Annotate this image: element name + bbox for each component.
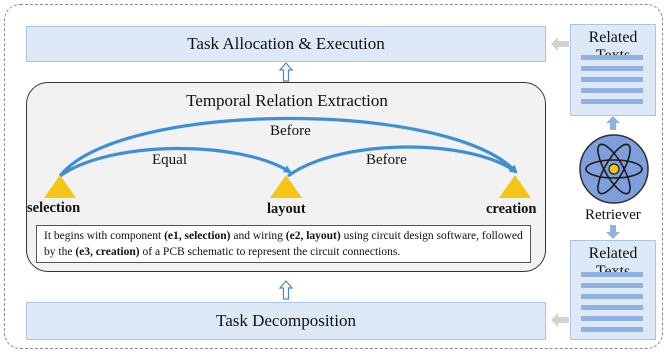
- text-line: [581, 305, 643, 310]
- related-texts-bottom: Related Texts: [570, 240, 656, 340]
- up-arrow-icon: [278, 280, 294, 300]
- event-e3: (e3, creation): [75, 246, 140, 258]
- sentence-box: It begins with component (e1, selection)…: [36, 225, 531, 263]
- node-creation: creation: [486, 201, 537, 217]
- task-decomposition-label: Task Decomposition: [216, 311, 356, 330]
- text-line: [581, 316, 643, 321]
- up-arrow-icon: [278, 62, 294, 82]
- text-line: [581, 88, 643, 93]
- temporal-title: Temporal Relation Extraction: [186, 91, 388, 110]
- event-e2: (e2, layout): [285, 230, 341, 242]
- arc-before-mid: [287, 145, 518, 178]
- triangle-node-icon: [499, 175, 531, 198]
- sentence-part: and wiring: [230, 230, 286, 242]
- arc-before-top: [58, 116, 518, 177]
- event-e1: (e1, selection): [164, 230, 231, 242]
- text-line: [581, 55, 643, 60]
- retriever-label: Retriever: [585, 207, 641, 223]
- edge-label-before-mid: Before: [366, 152, 407, 168]
- atom-icon: [579, 134, 649, 204]
- text-line: [581, 327, 643, 332]
- related-texts-top: Related Texts: [570, 24, 656, 116]
- sentence-part: of a PCB schematic to represent the circ…: [139, 246, 401, 258]
- text-line: [581, 272, 643, 277]
- node-layout: layout: [267, 201, 306, 217]
- task-allocation-label: Task Allocation & Execution: [187, 34, 385, 53]
- edge-label-before-top: Before: [270, 123, 311, 139]
- text-line: [581, 294, 643, 299]
- arc-equal: [59, 146, 292, 178]
- triangle-node-icon: [44, 175, 76, 198]
- text-line: [581, 283, 643, 288]
- task-decomposition-box: Task Decomposition: [26, 302, 546, 340]
- text-line: [581, 99, 643, 104]
- up-arrow-icon: [606, 116, 620, 130]
- sentence-part: using circuit design software, followed …: [44, 230, 523, 258]
- outer-frame: [4, 4, 663, 349]
- down-arrow-icon: [606, 225, 620, 239]
- task-allocation-box: Task Allocation & Execution: [26, 26, 546, 62]
- edge-label-equal: Equal: [152, 152, 187, 168]
- left-arrow-icon: [551, 37, 569, 51]
- left-arrow-icon: [551, 313, 569, 327]
- triangle-node-icon: [270, 175, 302, 198]
- sentence-part: It begins with component: [44, 230, 165, 242]
- node-selection: selection: [27, 200, 81, 216]
- text-line: [581, 77, 643, 82]
- text-line: [581, 66, 643, 71]
